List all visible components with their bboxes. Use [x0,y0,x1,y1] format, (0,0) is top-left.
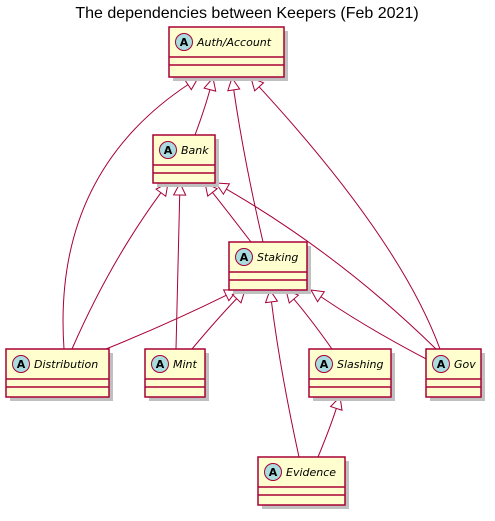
edge-line [105,294,227,350]
edge-line [317,408,337,458]
abstract-badge-letter: A [320,358,329,371]
keeper-name: Slashing [337,358,384,371]
abstract-badge-letter: A [164,144,173,157]
keeper-node-mint[interactable]: A Mint [144,348,209,401]
edge-line [191,298,238,350]
keeper-node-bank[interactable]: A Bank [152,134,219,187]
keeper-node-gov[interactable]: A Gov [425,348,485,401]
edge-line [293,298,333,350]
abstract-badge-icon [151,355,169,373]
keeper-name: Staking [257,251,298,264]
edge-gov-to-auth [250,77,441,350]
edge-gov-to-bank [215,182,437,350]
keeper-node-slashing[interactable]: A Slashing [308,348,395,401]
abstract-badge-letter: A [180,36,189,49]
edge-line [258,86,441,350]
inheritance-arrowhead [264,288,279,304]
keeper-node-evidence[interactable]: A Evidence [257,456,349,509]
edge-distribution-to-auth [62,77,199,350]
diagram-title: The dependencies between Keepers (Feb 20… [75,5,418,22]
keeper-node-staking[interactable]: A Staking [228,241,311,294]
edge-line [62,84,189,350]
abstract-badge-letter: A [269,466,278,479]
node-box [144,348,206,398]
abstract-badge-letter: A [437,358,446,371]
edge-distribution-to-bank [71,182,169,350]
edge-line [194,89,211,136]
keeper-name: Distribution [34,358,98,371]
edge-gov-to-staking [310,289,433,363]
abstract-badge-letter: A [240,251,249,264]
abstract-badge-icon [175,33,193,51]
edge-line [71,192,162,350]
abstract-badge-letter: A [156,358,165,371]
abstract-badge-icon [235,248,253,266]
inheritance-arrowhead [172,181,187,196]
abstract-badge-letter: A [17,358,26,371]
edge-line [212,192,252,243]
abstract-badge-icon [432,355,450,373]
abstract-badge-icon [159,141,177,159]
edge-mint-to-bank [172,181,187,350]
keeper-node-auth[interactable]: A Auth/Account [168,26,288,81]
inheritance-arrowhead [310,289,326,303]
edge-line [175,194,181,350]
node-box [152,134,216,184]
keeper-name: Auth/Account [196,36,272,49]
node-box [425,348,482,398]
keeper-name: Evidence [286,466,336,479]
keeper-node-distribution[interactable]: A Distribution [5,348,113,401]
keeper-name: Gov [454,358,476,371]
edge-line [233,89,264,243]
inheritance-arrowhead [203,76,217,92]
edge-evidence-to-staking [264,288,300,458]
edge-slashing-to-staking [285,289,333,350]
edge-evidence-to-slashing [317,395,343,458]
keeper-name: Mint [173,358,198,371]
edge-staking-to-auth [227,76,264,243]
keeper-name: Bank [181,144,209,157]
edge-line [226,188,437,350]
abstract-badge-icon [315,355,333,373]
edge-bank-to-auth [194,76,217,136]
edge-staking-to-bank [204,182,252,243]
abstract-badge-icon [12,355,30,373]
edge-line [320,296,433,363]
inheritance-arrowhead [227,76,241,92]
inheritance-arrowhead [215,182,231,196]
edge-line [270,301,300,458]
abstract-badge-icon [264,463,282,481]
